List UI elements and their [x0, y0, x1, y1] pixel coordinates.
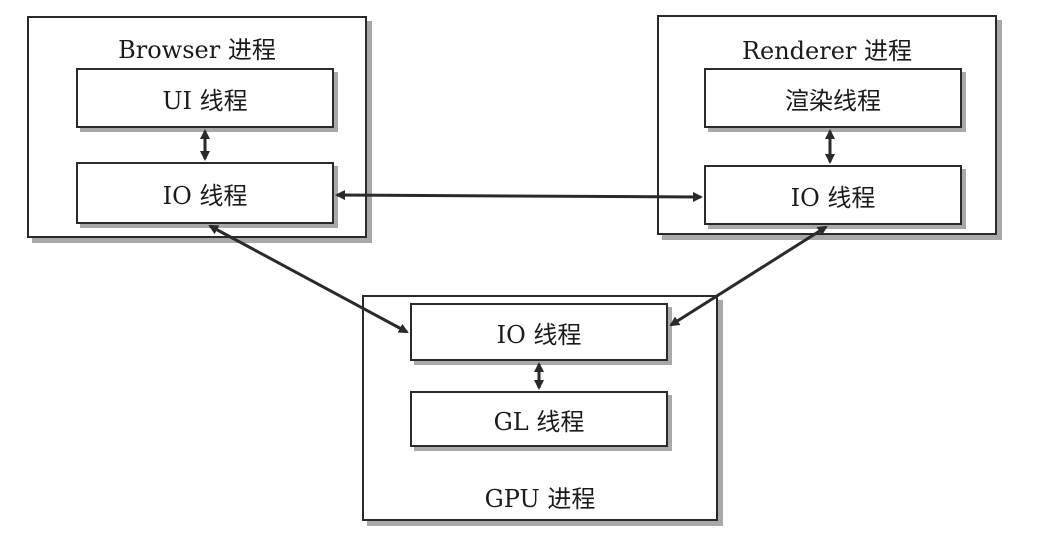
browser-io-thread: IO 线程 [76, 162, 334, 224]
renderer-render-thread: 渲染线程 [704, 68, 962, 128]
renderer-io-thread: IO 线程 [704, 165, 962, 225]
gpu-io-thread: IO 线程 [410, 303, 668, 361]
browser-process-title: Browser 进程 [118, 36, 276, 64]
renderer-process-title: Renderer 进程 [741, 37, 913, 65]
arrow-browser-io-to-renderer-io [335, 190, 703, 202]
browser-ui-thread: UI 线程 [76, 68, 334, 128]
gpu-process-title: GPU 进程 [484, 485, 596, 513]
gpu-gl-thread: GL 线程 [410, 391, 668, 447]
